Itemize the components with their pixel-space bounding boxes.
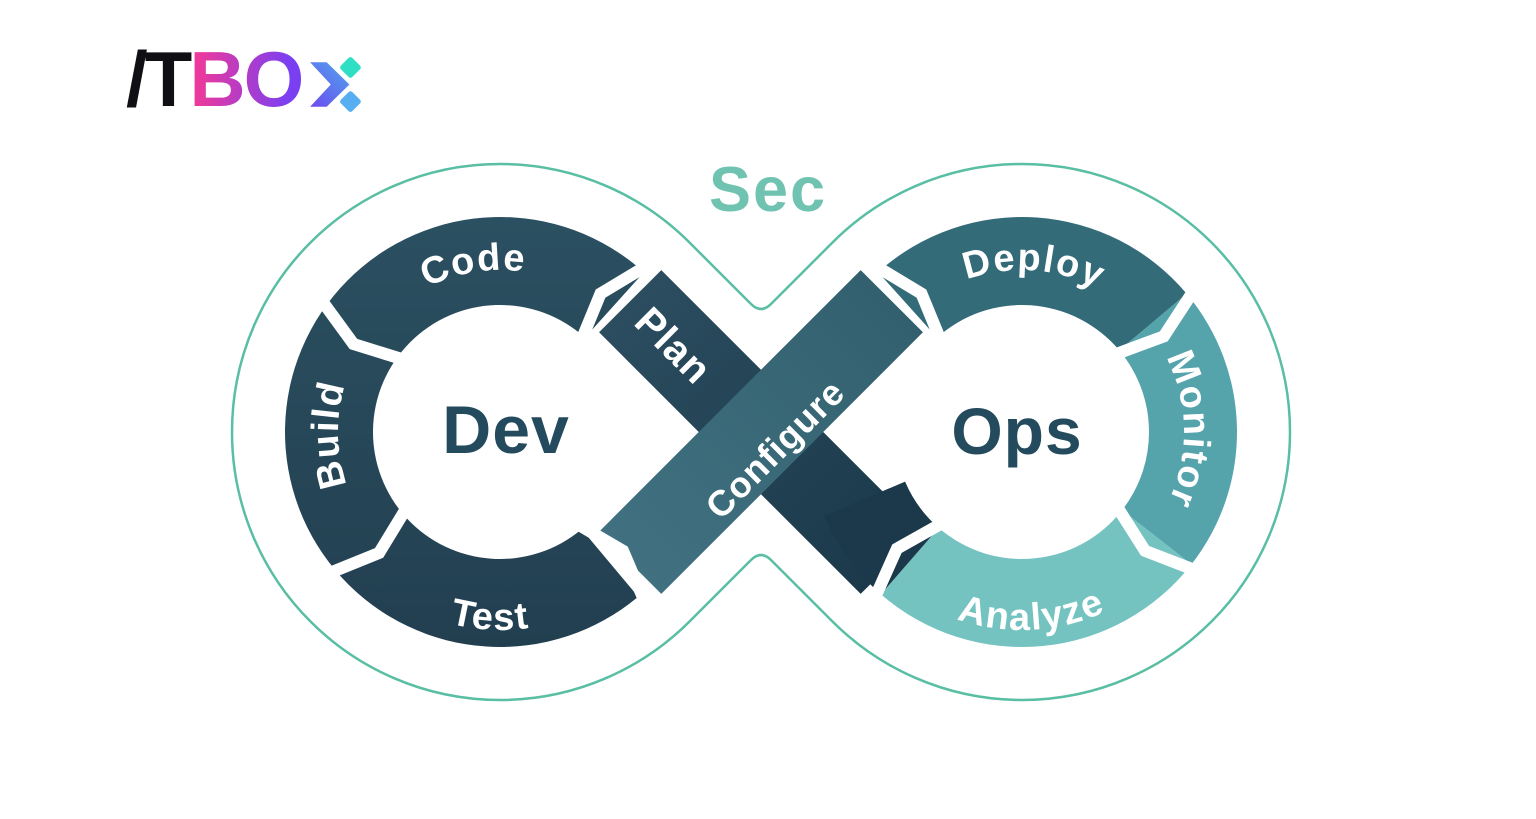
infinity-outline bbox=[230, 162, 1292, 702]
configure-band bbox=[599, 270, 923, 594]
ring-label-build: Build bbox=[305, 377, 355, 493]
center-label-dev: Dev bbox=[442, 392, 570, 468]
logo-diamond-top-icon bbox=[340, 57, 362, 78]
ops-ring-segment-analyze bbox=[880, 510, 1192, 647]
ops-ring-segment-tail bbox=[824, 481, 939, 595]
sec-label: Sec bbox=[709, 155, 827, 225]
segment-gap-chevron bbox=[312, 290, 406, 366]
logo-text-bo: BO bbox=[189, 35, 304, 123]
segment-gap-chevron bbox=[866, 517, 947, 608]
ops-ring-segment-deploy bbox=[878, 216, 1187, 351]
segment-gap-chevron bbox=[865, 256, 948, 346]
dev-ring bbox=[285, 217, 644, 648]
segment-gap-chevron bbox=[1111, 281, 1203, 361]
ring-label-test: Test bbox=[448, 591, 532, 639]
itbox-logo: /T BO bbox=[126, 40, 364, 118]
segment-gap-chevron bbox=[574, 518, 653, 610]
logo-chevron-icon bbox=[310, 62, 350, 107]
ops-ring-segment-monitor bbox=[1119, 293, 1238, 565]
segment-gap-chevron bbox=[319, 504, 412, 582]
segment-gap-chevron bbox=[1111, 502, 1205, 579]
logo-x-icon bbox=[310, 57, 362, 112]
logo-diamond-bottom-icon bbox=[340, 91, 362, 112]
logo-text-it: /T bbox=[126, 35, 192, 123]
segment-gap-chevron bbox=[574, 256, 657, 346]
center-label-ops: Ops bbox=[951, 394, 1082, 468]
